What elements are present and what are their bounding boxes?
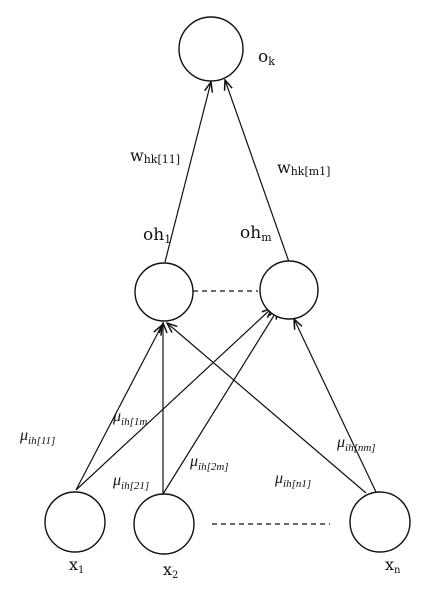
edge-xn-oh1 [167,323,367,494]
weight-ih-2m-label: μih[2m] [189,453,229,473]
hidden-node-1-label: oh1 [143,225,171,246]
weight-ih-1m-label: μih[1m [112,408,147,428]
edge-x1-ohm [75,308,272,491]
weight-hk-11-label: whk[11] [130,146,180,166]
weight-hk-m1-label: whk[m1] [277,158,330,178]
hidden-node-m [259,260,319,320]
weight-ih-nm-label: μih[nm] [336,434,376,454]
hidden-node-m-label: ohm [240,223,272,244]
input-node-1 [44,491,106,553]
weight-ih-11-label: μih[11] [19,427,55,447]
input-node-n-label: xn [385,555,401,576]
hidden-node-1 [134,262,194,322]
output-node [178,16,244,82]
edge-oh1-ok [164,82,211,263]
edge-x1-oh1 [75,325,162,491]
input-node-2-label: x2 [163,560,178,581]
weight-ih-n1-label: μih[n1] [274,470,311,490]
weight-ih-21-label: μih[21] [112,472,149,492]
edge-x2-ohm [162,309,278,495]
input-node-2 [133,493,195,555]
input-node-n [349,491,411,553]
output-node-label: ok [258,47,275,68]
input-node-1-label: x1 [69,555,84,576]
edge-xn-ohm [294,319,377,493]
edge-ohm-ok [225,80,290,263]
